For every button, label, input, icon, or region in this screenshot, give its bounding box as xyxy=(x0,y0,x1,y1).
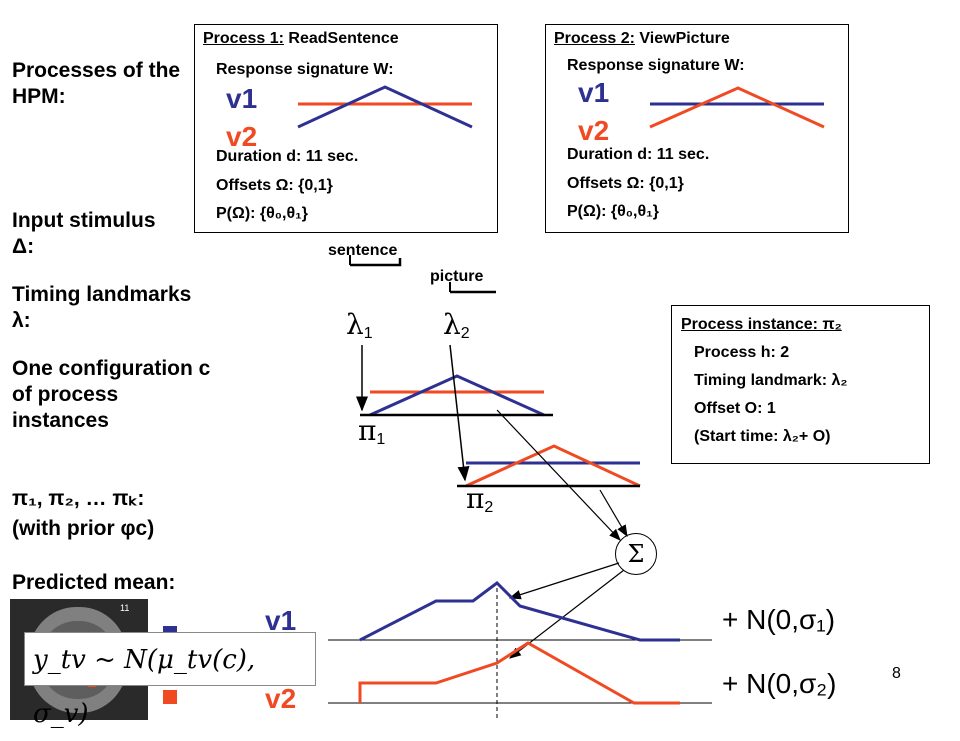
pi2-symbol: π2 xyxy=(466,482,494,516)
instance-offset: Offset O: 1 xyxy=(694,400,776,417)
picture-stimulus: picture xyxy=(430,268,484,285)
process2-box: Process 2: ViewPicture Response signatur… xyxy=(545,24,849,233)
slide-number: 8 xyxy=(892,665,901,682)
configuration-label: One configuration c of process instances xyxy=(12,357,211,432)
process2-offsets: Offsets Ω: {0,1} xyxy=(567,175,684,192)
instances-list-label: π₁, π₂, … πₖ: xyxy=(12,487,145,510)
process-instance-box: Process instance: π₂ Process h: 2 Timing… xyxy=(671,305,930,464)
process2-title-name: ViewPicture xyxy=(639,30,730,47)
instance-process: Process h: 2 xyxy=(694,344,790,361)
sum-node: Σ xyxy=(615,533,657,575)
instance-start: (Start time: λ₂+ O) xyxy=(694,428,831,445)
processes-label: Processes of the HPM: xyxy=(12,59,181,108)
process1-title-prefix: Process 1: xyxy=(203,30,284,47)
predicted-mean-label: Predicted mean: xyxy=(12,571,176,594)
process2-v1: v1 xyxy=(578,77,610,108)
lambda2-symbol: λ2 xyxy=(443,308,470,342)
process2-v2-curve xyxy=(649,86,825,129)
process1-signature: Response signature W: xyxy=(216,61,394,78)
process1-duration: Duration d: 11 sec. xyxy=(216,148,359,165)
pi2-v2-curve xyxy=(465,444,641,488)
observation-formula: y_tv ~ N(μ_tv(c), σ_v) xyxy=(24,632,316,729)
process1-offsets: Offsets Ω: {0,1} xyxy=(216,177,333,194)
brain-number: 11 xyxy=(120,603,130,613)
process1-v1-curve xyxy=(297,85,473,129)
instance-landmark: Timing landmark: λ₂ xyxy=(694,372,848,389)
process1-v1: v1 xyxy=(226,83,258,114)
input-stimulus-label: Input stimulus Δ: xyxy=(12,209,156,258)
noise-v2: + N(0,σ₂) xyxy=(722,668,837,699)
predicted-v1-label: v1 xyxy=(265,605,297,636)
process1-v2: v2 xyxy=(226,121,258,152)
lambda1-symbol: λ1 xyxy=(346,308,373,342)
pi1-symbol: π1 xyxy=(358,414,386,448)
sentence-marker xyxy=(350,258,402,267)
pi1-v1-curve xyxy=(369,374,545,417)
sentence-stimulus: sentence xyxy=(328,242,398,259)
arrow-lambda2-pi2 xyxy=(449,344,470,482)
instance-title: Process instance: π₂ xyxy=(681,316,842,333)
predicted-v1-curve xyxy=(359,581,680,642)
predicted-v2-curve xyxy=(358,641,680,705)
process2-prob: P(Ω): {θ₀,θ₁} xyxy=(567,203,659,220)
diagram-canvas xyxy=(297,85,825,720)
arrow-pi2-sum xyxy=(599,489,628,538)
process2-title-prefix: Process 2: xyxy=(554,30,635,47)
arrow-sum-v1 xyxy=(508,562,620,600)
predicted-v2-label: v2 xyxy=(265,683,297,714)
noise-v1: + N(0,σ₁) xyxy=(722,604,836,635)
timing-landmarks-label: Timing landmarks λ: xyxy=(12,283,192,332)
process1-prob: P(Ω): {θ₀,θ₁} xyxy=(216,205,308,222)
process2-v2: v2 xyxy=(578,115,610,146)
process2-signature: Response signature W: xyxy=(567,57,745,74)
process1-box: Process 1: ReadSentence Response signatu… xyxy=(194,24,498,233)
process1-title-name: ReadSentence xyxy=(288,30,399,47)
v2-voxel-swatch xyxy=(163,690,177,704)
arrow-pi1-sum xyxy=(496,409,621,541)
process2-duration: Duration d: 11 sec. xyxy=(567,146,710,163)
prior-label: (with prior φc) xyxy=(12,517,155,540)
